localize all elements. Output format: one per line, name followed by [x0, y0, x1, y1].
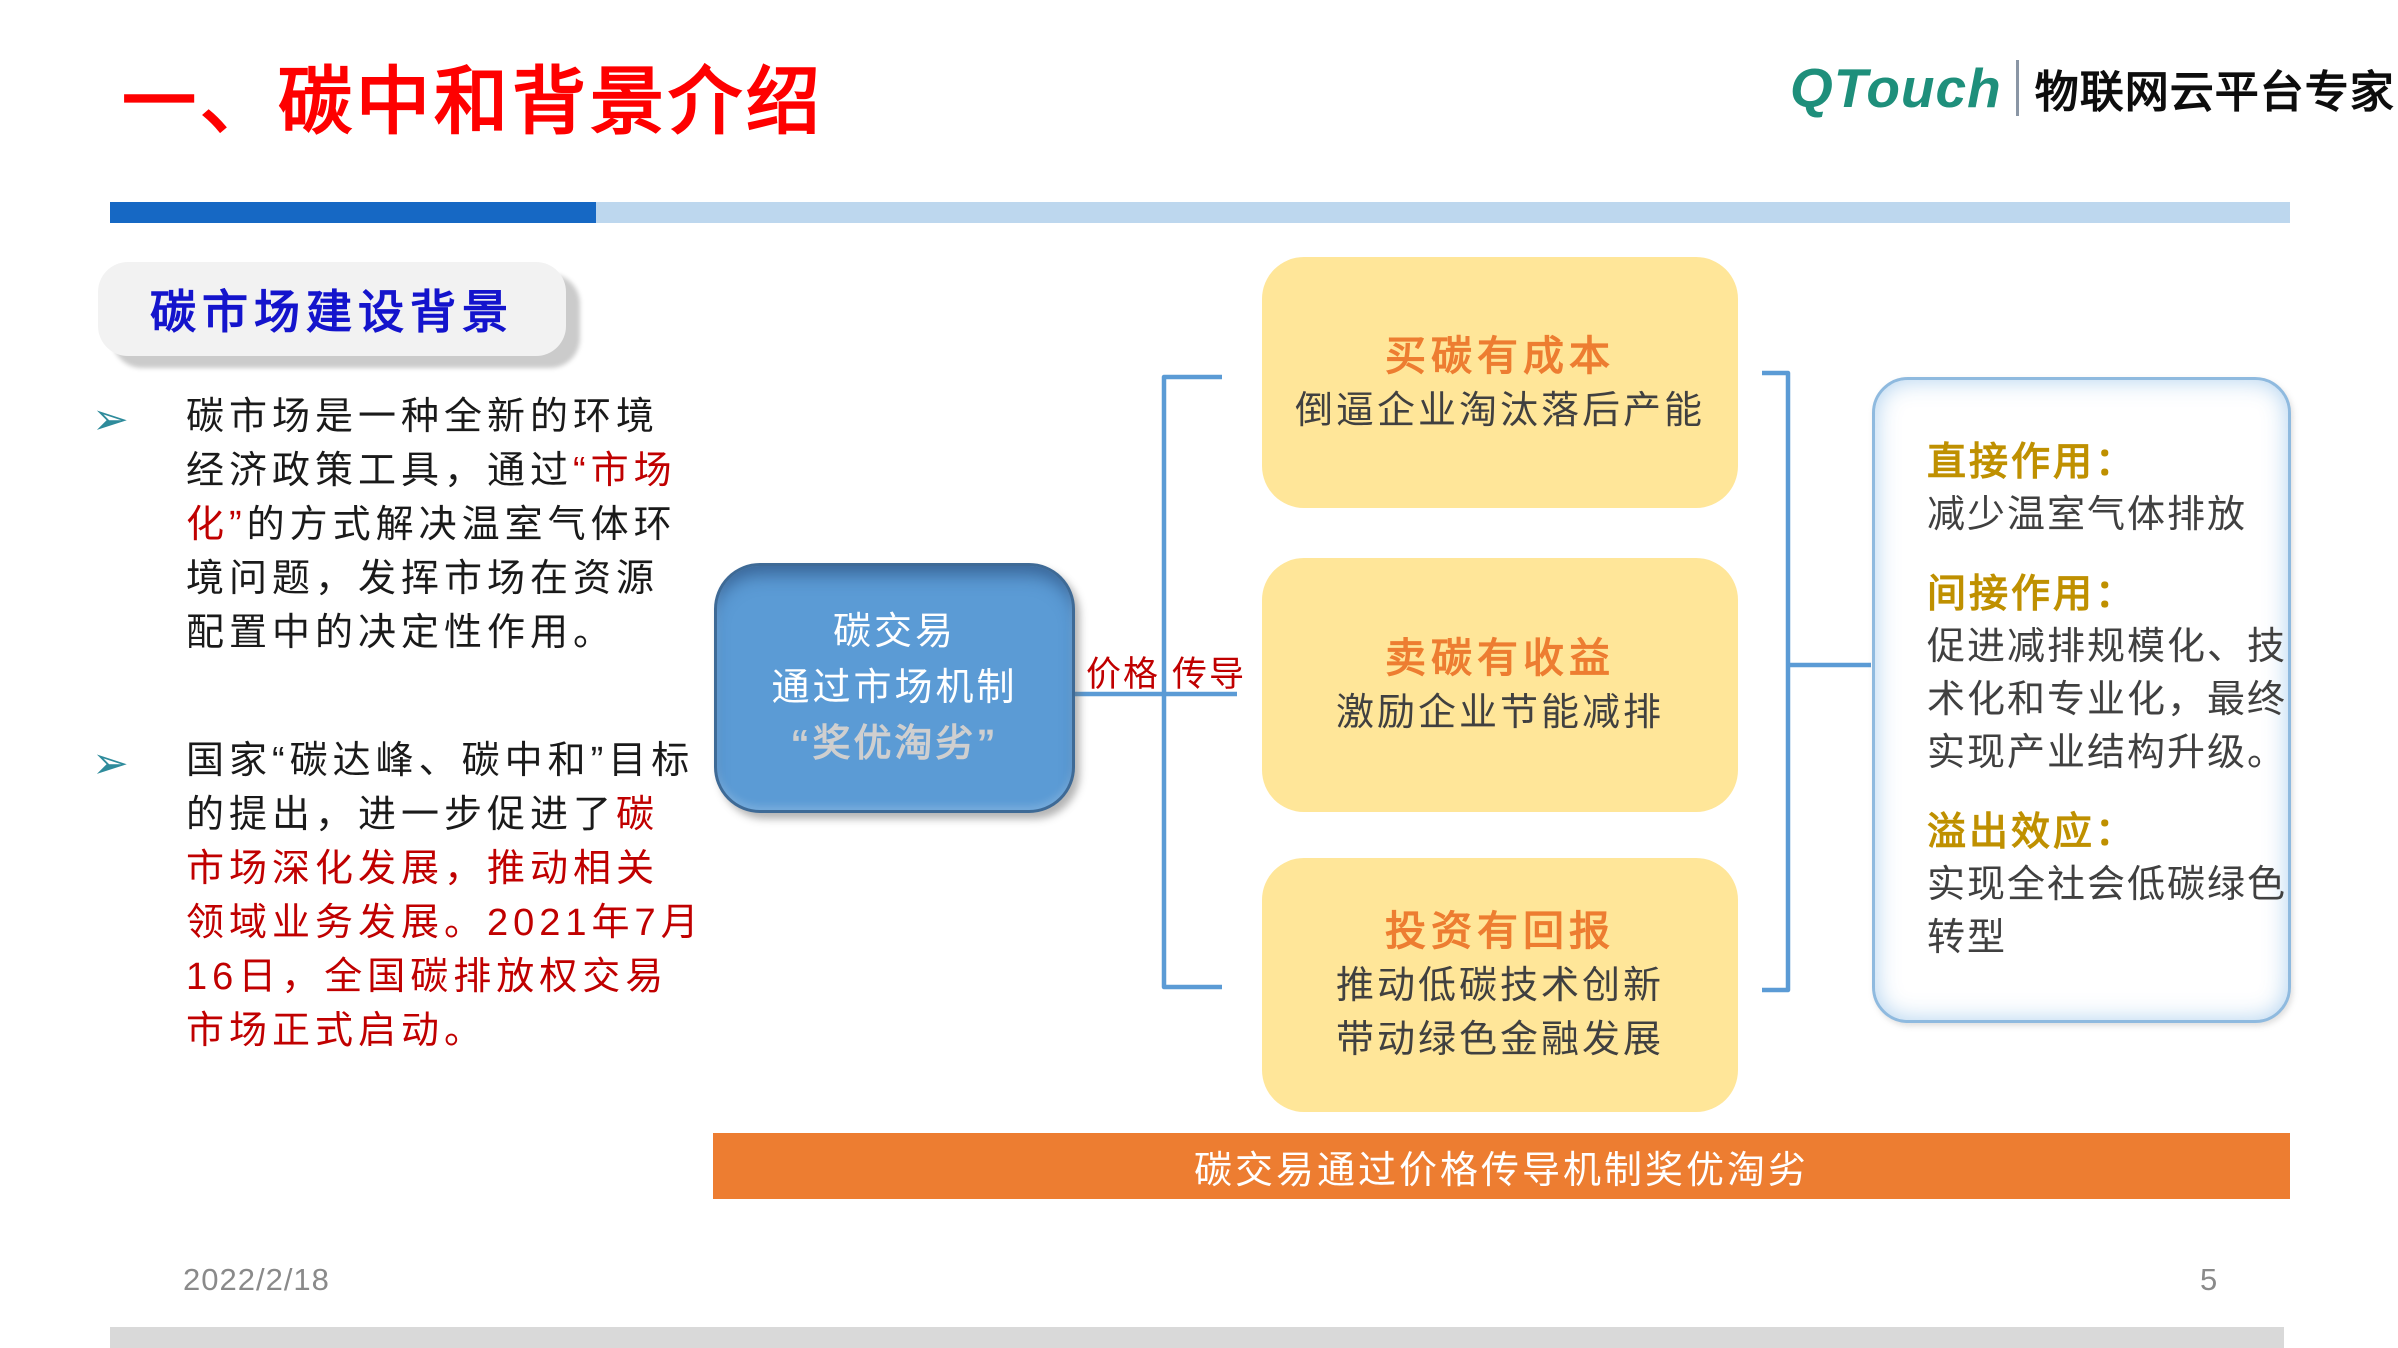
bullet2-line3: 市场深化发展，推动相关 [186, 848, 660, 890]
bullet2-line6: 市场正式启动。 [186, 1010, 488, 1052]
outcome3-line1: 推动低碳技术创新 [1335, 965, 1664, 1007]
title-underline-light [596, 202, 2290, 223]
outcome-box-sell-gain: 卖碳有收益 激励企业节能减排 [1262, 558, 1738, 812]
logo: QTouch 物联网云平台专家 [1790, 56, 2395, 120]
bottom-bar [110, 1327, 2284, 1348]
bullet2-line2-black: 的提出，进一步促进了 [186, 794, 617, 836]
carbon-trading-line1: 碳交易 [832, 611, 956, 653]
outcome2-line: 激励企业节能减排 [1335, 692, 1664, 734]
bullet2-line4: 领域业务发展。2021年7月 [186, 902, 704, 944]
direct-effect-body: 减少温室气体排放 [1927, 494, 2248, 536]
bullet1-line5: 配置中的决定性作用。 [186, 612, 617, 654]
outcome1-title: 买碳有成本 [1385, 332, 1615, 379]
indirect-effect-line2: 术化和专业化，最终 [1927, 679, 2288, 721]
footer-date: 2022/2/18 [183, 1262, 330, 1297]
outcome-box-invest-return: 投资有回报 推动低碳技术创新 带动绿色金融发展 [1262, 858, 1738, 1112]
bullet-paragraph-2: 国家“碳达峰、碳中和”目标 的提出，进一步促进了碳 市场深化发展，推动相关 领域… [186, 734, 726, 1058]
outcome2-title: 卖碳有收益 [1385, 635, 1615, 681]
transmission-label: 传导 [1172, 655, 1247, 694]
logo-brand: QTouch [1790, 57, 2002, 119]
carbon-trading-box: 碳交易 通过市场机制 “奖优淘劣” [714, 563, 1075, 813]
indirect-effect-line3: 实现产业结构升级。 [1927, 732, 2288, 774]
outcome-box-buy-cost: 买碳有成本 倒逼企业淘汰落后产能 [1262, 257, 1738, 508]
spillover-effect-line1: 实现全社会低碳绿色 [1927, 864, 2288, 906]
bullet1-line2-red: “市场 [573, 450, 677, 492]
bullet2-line5: 16日，全国碳排放权交易 [186, 956, 669, 998]
outcome3-line2: 带动绿色金融发展 [1335, 1019, 1664, 1061]
carbon-trading-line3: “奖优淘劣” [790, 723, 999, 765]
spillover-effect-line2: 转型 [1927, 917, 2008, 959]
bullet1-line3-black: 的方式解决温室气体环 [246, 504, 677, 546]
bullet1-line2-black: 经济政策工具，通过 [186, 450, 574, 492]
effects-box: 直接作用： 减少温室气体排放 间接作用： 促进减排规模化、技 术化和专业化，最终… [1872, 377, 2291, 1023]
bullet2-line1: 国家“碳达峰、碳中和”目标 [186, 740, 695, 782]
bullet1-line4: 境问题，发挥市场在资源 [186, 558, 660, 600]
bullet1-line1: 碳市场是一种全新的环境 [186, 396, 660, 438]
section-label: 碳市场建设背景 [150, 286, 514, 338]
page-title: 一、碳中和背景介绍 [122, 62, 824, 144]
outcome3-title: 投资有回报 [1385, 908, 1615, 954]
logo-divider [2015, 60, 2019, 116]
bullet2-line2-red: 碳 [616, 794, 660, 836]
section-label-pill: 碳市场建设背景 [98, 262, 566, 356]
price-label: 价格 [1086, 655, 1161, 694]
carbon-trading-line2: 通过市场机制 [771, 667, 1018, 709]
indirect-effect-line1: 促进减排规模化、技 [1927, 626, 2288, 668]
title-underline-dark [110, 202, 596, 223]
summary-banner: 碳交易通过价格传导机制奖优淘劣 [713, 1133, 2290, 1199]
logo-tagline: 物联网云平台专家 [2034, 68, 2395, 117]
bullet1-line3-red: 化” [186, 504, 247, 546]
bullet-paragraph-1: 碳市场是一种全新的环境 经济政策工具，通过“市场 化”的方式解决温室气体环 境问… [186, 390, 726, 660]
bullet-arrow-icon: ➢ [92, 395, 129, 444]
outcome1-line: 倒逼企业淘汰落后产能 [1294, 389, 1705, 432]
summary-banner-text: 碳交易通过价格传导机制奖优淘劣 [1193, 1149, 1809, 1192]
page-number: 5 [2200, 1262, 2218, 1297]
bullet-arrow-icon: ➢ [92, 739, 129, 788]
direct-effect-title: 直接作用： [1927, 441, 2138, 484]
spillover-effect-title: 溢出效应： [1927, 811, 2138, 854]
indirect-effect-title: 间接作用： [1927, 573, 2138, 616]
